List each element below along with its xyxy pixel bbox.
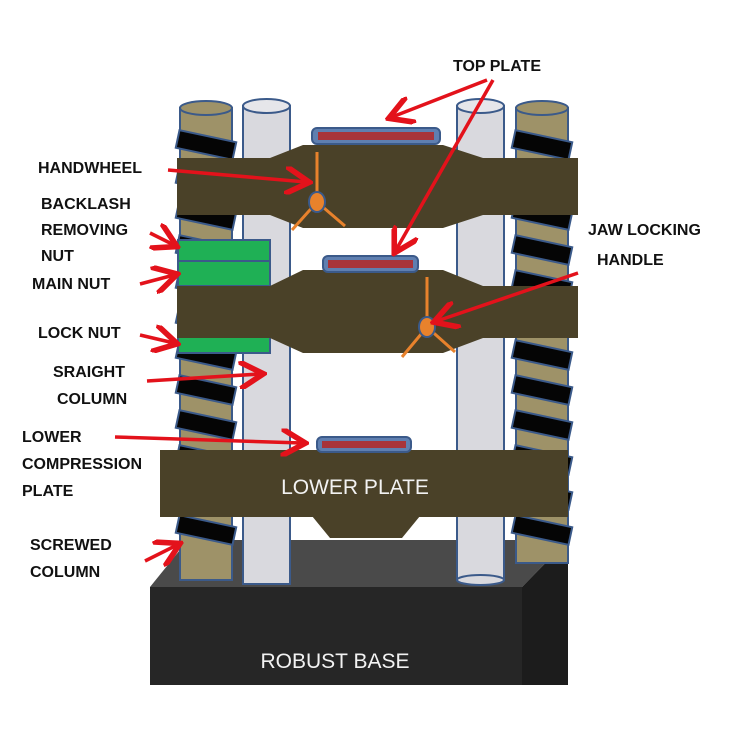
label-jaw-locking-1: JAW LOCKING [588,222,701,239]
label-main-nut: MAIN NUT [32,276,110,293]
label-lower-compression-3: PLATE [22,483,74,500]
arrow-screwed-column [144,545,177,561]
label-backlash-2: REMOVING [41,222,128,239]
label-lower-compression-2: COMPRESSION [22,456,142,473]
screw-thread [510,338,574,372]
label-straight-column-2: COLUMN [57,391,127,408]
screw-thread [174,373,238,407]
screw-thread [510,408,574,442]
label-screwed-column-1: SCREWED [30,537,112,554]
screw-thread [174,408,238,442]
label-lower-compression-1: LOWER [22,429,82,446]
screw-thread [510,128,574,162]
arrow-top-plate-1 [392,78,488,117]
arrow-top-plate-2 [396,79,495,250]
handwheel-icon [290,152,346,231]
straight-column-left-top [242,98,291,114]
arrow-jaw-locking-handle [437,271,579,321]
label-lock-nut: LOCK NUT [38,325,121,342]
lower-plate: LOWER PLATE [160,450,568,538]
arrow-lower-compression-plate [114,437,302,443]
screw-thread [174,513,238,547]
robust-base-label: ROBUST BASE [261,650,410,673]
screw-thread [510,373,574,407]
arrow-main-nut [139,275,174,284]
callout-labels: TOP PLATE HANDWHEEL BACKLASH REMOVING NU… [22,58,701,581]
screwed-column-left-top [179,100,233,116]
lower-plate-label: LOWER PLATE [281,476,429,499]
main-nut [177,260,271,287]
screw-thread [510,233,574,267]
label-screwed-column-2: COLUMN [30,564,100,581]
lower-compression-plate [316,436,412,453]
label-straight-column-1: SRAIGHT [53,364,125,381]
top-plate [311,127,441,145]
backlash-removing-nut [177,239,271,262]
arrow-lock-nut [139,335,174,343]
top-crosshead [177,145,578,228]
label-backlash-1: BACKLASH [41,196,131,213]
upper-compression-plate [322,255,419,273]
screw-thread [174,128,238,162]
label-backlash-3: NUT [41,248,74,265]
arrow-handwheel [167,170,306,182]
label-handwheel: HANDWHEEL [38,160,142,177]
middle-crosshead [177,270,578,353]
label-top-plate: TOP PLATE [453,58,541,75]
label-jaw-locking-2: HANDLE [597,252,664,269]
straight-column-right-bottom [456,574,505,586]
arrow-straight-column [146,374,260,381]
screwed-column-right-top [515,100,569,116]
screw-thread [510,513,574,547]
arrow-backlash-nut [150,233,174,245]
callout-arrows [114,78,579,561]
